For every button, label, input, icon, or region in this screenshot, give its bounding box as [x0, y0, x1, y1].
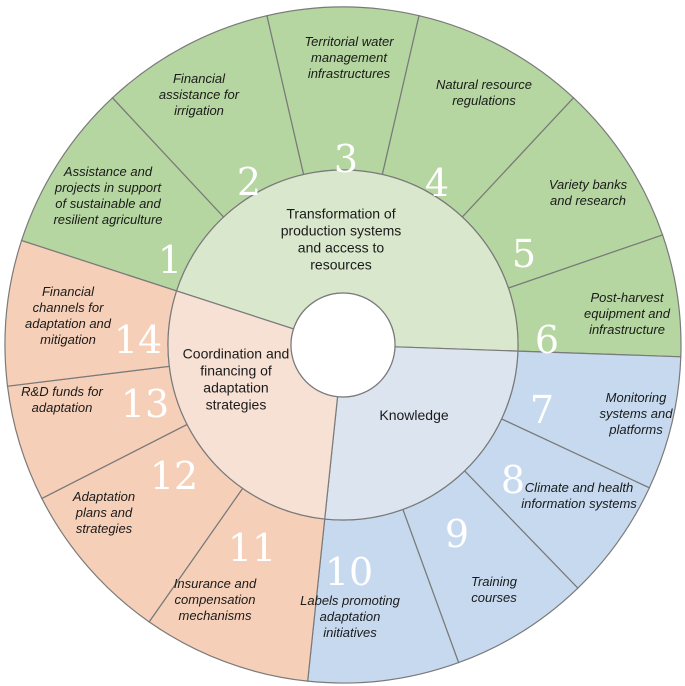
segment-label-line: adaptation: [32, 400, 93, 415]
segment-label-line: equipment and: [584, 306, 671, 321]
inner-sector-label-line: financing of: [200, 363, 272, 379]
segment-label-line: irrigation: [174, 103, 224, 118]
segment-label-line: adaptation: [320, 609, 381, 624]
segment-label-line: Labels promoting: [300, 593, 400, 608]
segment-number: 3: [334, 137, 358, 181]
inner-sector-label-line: Knowledge: [379, 407, 448, 423]
segment-label-line: systems and: [600, 406, 674, 421]
inner-sector-label-line: strategies: [206, 397, 267, 413]
segment-label-line: mechanisms: [179, 608, 252, 623]
segment-label-line: Natural resource: [436, 77, 532, 92]
inner-sector-label-line: and access to: [298, 240, 385, 256]
segment-label-line: information systems: [521, 496, 637, 511]
segment-label-line: Post-harvest: [591, 290, 665, 305]
segment-label-line: management: [311, 50, 388, 65]
segment-label-line: Insurance and: [174, 576, 257, 591]
segment-label-line: platforms: [608, 422, 663, 437]
center-hole: [290, 292, 396, 398]
segment-number: 13: [121, 382, 169, 426]
segment-number: 9: [445, 512, 469, 556]
segment-number: 1: [158, 238, 182, 282]
segment-number: 14: [114, 318, 162, 362]
segment-number: 8: [501, 458, 525, 502]
segment-label-line: plans and: [75, 505, 133, 520]
segment-label-line: Assistance and: [63, 164, 153, 179]
segment-label-line: and research: [550, 193, 626, 208]
segment-label-line: channels for: [33, 300, 104, 315]
segment-label-line: Monitoring: [606, 390, 667, 405]
segment-label-line: Financial: [42, 284, 95, 299]
segment-label-line: courses: [471, 590, 517, 605]
segment-label-line: projects in support: [54, 180, 163, 195]
outer-ring: [4, 6, 682, 684]
segment-label-line: of sustainable and: [55, 196, 161, 211]
inner-sector-label-line: Coordination and: [183, 346, 290, 362]
segment-number: 2: [237, 160, 261, 204]
segment-label-line: resilient agriculture: [53, 212, 162, 227]
segment-label-line: Training: [471, 574, 518, 589]
segment-number: 4: [425, 161, 449, 205]
segment-label-line: Climate and health: [525, 480, 633, 495]
inner-sector-label-line: adaptation: [203, 380, 268, 396]
segment-label-line: compensation: [175, 592, 256, 607]
segment-label-line: infrastructure: [589, 322, 665, 337]
segment-label-line: adaptation and: [25, 316, 112, 331]
segment-label-line: strategies: [76, 521, 133, 536]
segment-label-line: assistance for: [159, 87, 240, 102]
inner-sector-label: Knowledge: [379, 407, 448, 423]
segment-number: 12: [150, 454, 198, 498]
inner-sector-label-line: Transformation of: [286, 206, 395, 222]
inner-sector-label-line: resources: [310, 257, 371, 273]
segment-label-line: regulations: [452, 93, 516, 108]
segment-label-line: Adaptation: [72, 489, 135, 504]
inner-ring: [167, 169, 519, 521]
segment-label-line: Variety banks: [549, 177, 628, 192]
segment-number: 6: [535, 318, 559, 362]
segment-number: 11: [228, 526, 276, 570]
segment-label-line: mitigation: [40, 332, 96, 347]
segment-number: 10: [325, 550, 373, 594]
segment-label-line: Financial: [173, 71, 226, 86]
segment-number: 5: [512, 232, 536, 276]
segment-number: 7: [530, 388, 554, 432]
inner-sector-label-line: production systems: [281, 223, 402, 239]
segment-label-line: infrastructures: [308, 66, 391, 81]
segment-label-line: initiatives: [323, 625, 377, 640]
segment-label-line: Territorial water: [304, 34, 394, 49]
segment-label-line: R&D funds for: [21, 384, 103, 399]
